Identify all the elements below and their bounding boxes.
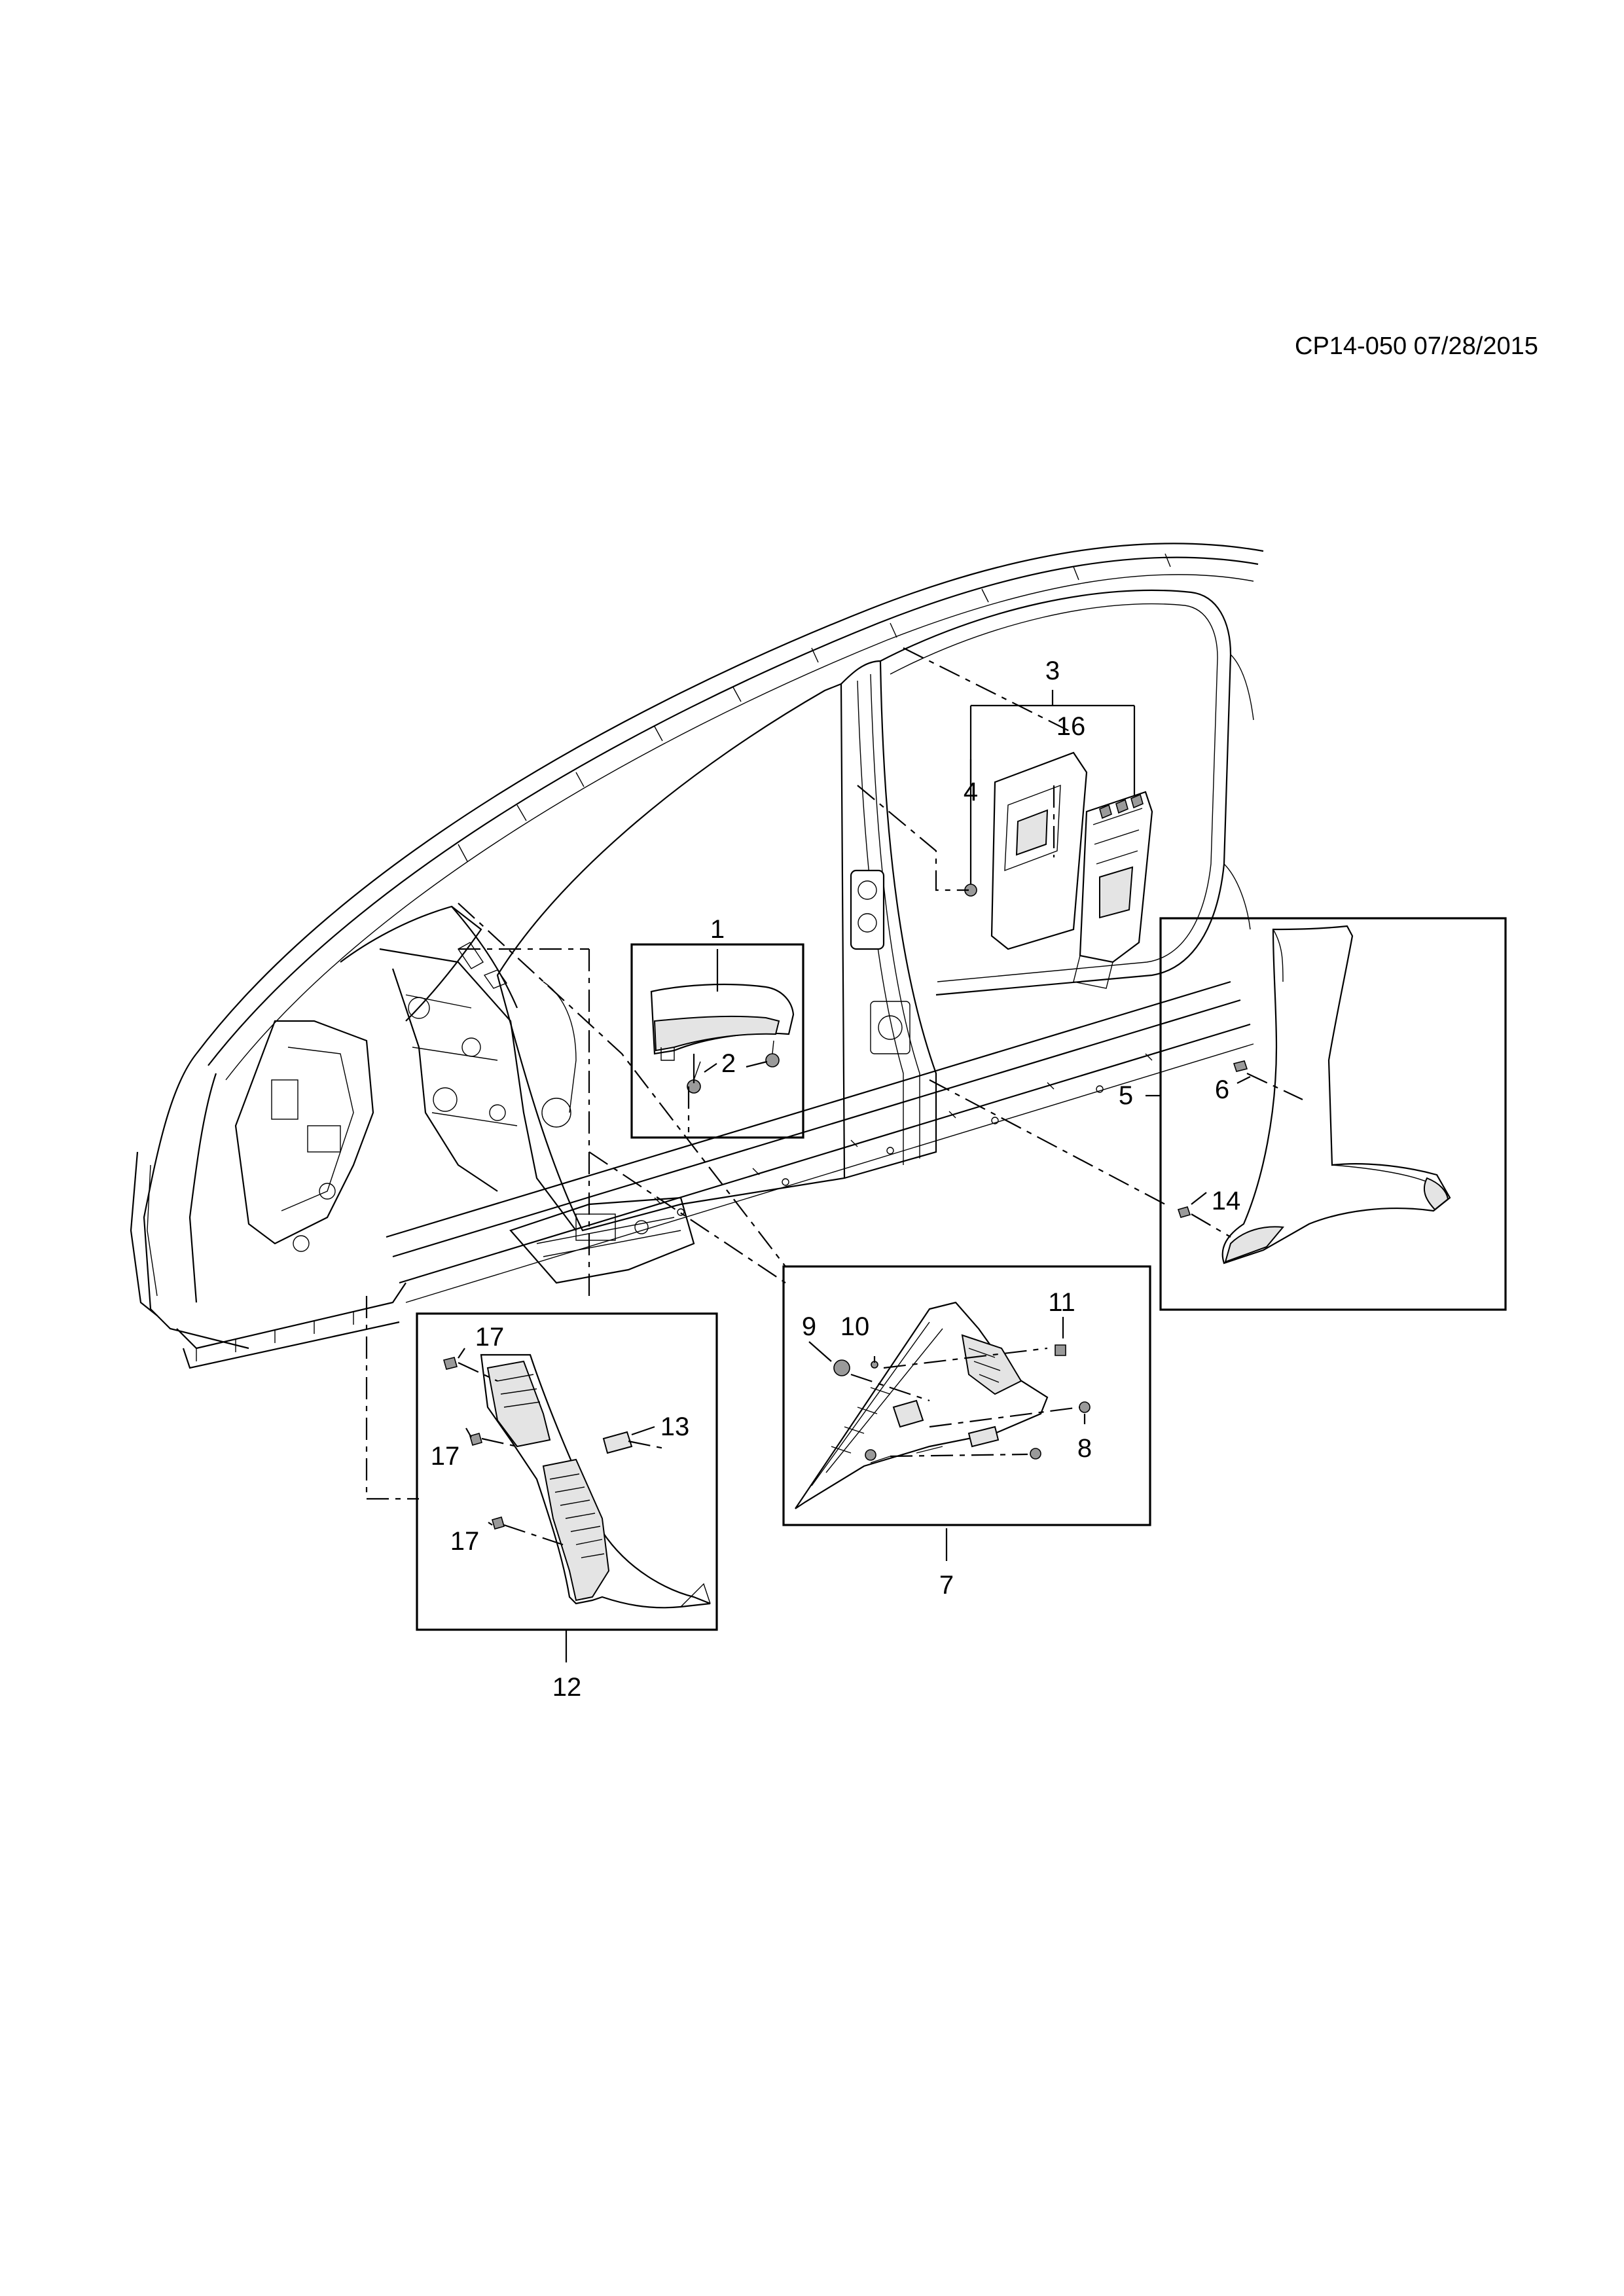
callout-4: 4: [963, 778, 979, 806]
callout-5: 5: [1118, 1081, 1134, 1110]
item-5-group: [1159, 917, 1507, 1311]
callout-11: 11: [1048, 1288, 1075, 1317]
callout-17-top: 17: [475, 1323, 505, 1352]
callout-9: 9: [801, 1312, 817, 1341]
callout-3: 3: [1045, 656, 1060, 685]
callout-2: 2: [721, 1049, 736, 1078]
callout-14: 14: [1211, 1187, 1241, 1215]
callout-17-bottom: 17: [450, 1527, 480, 1556]
callout-8: 8: [1077, 1434, 1092, 1463]
callout-13: 13: [660, 1412, 690, 1441]
callout-7: 7: [939, 1571, 954, 1600]
callout-16: 16: [1056, 712, 1086, 741]
document-id: CP14-050 07/28/2015: [1295, 332, 1538, 360]
item-3-group: [964, 690, 1153, 989]
callout-12: 12: [552, 1673, 582, 1702]
callout-17-middle: 17: [430, 1442, 460, 1471]
leader-lines: [365, 647, 1303, 1662]
item-12-group: [416, 1312, 718, 1631]
callout-6: 6: [1214, 1075, 1230, 1104]
item-7-group: [782, 1265, 1151, 1526]
item-1-group: [630, 943, 804, 1139]
callout-10: 10: [840, 1312, 870, 1341]
callout-1: 1: [710, 915, 725, 944]
vehicle-body-side: [130, 543, 1264, 1369]
